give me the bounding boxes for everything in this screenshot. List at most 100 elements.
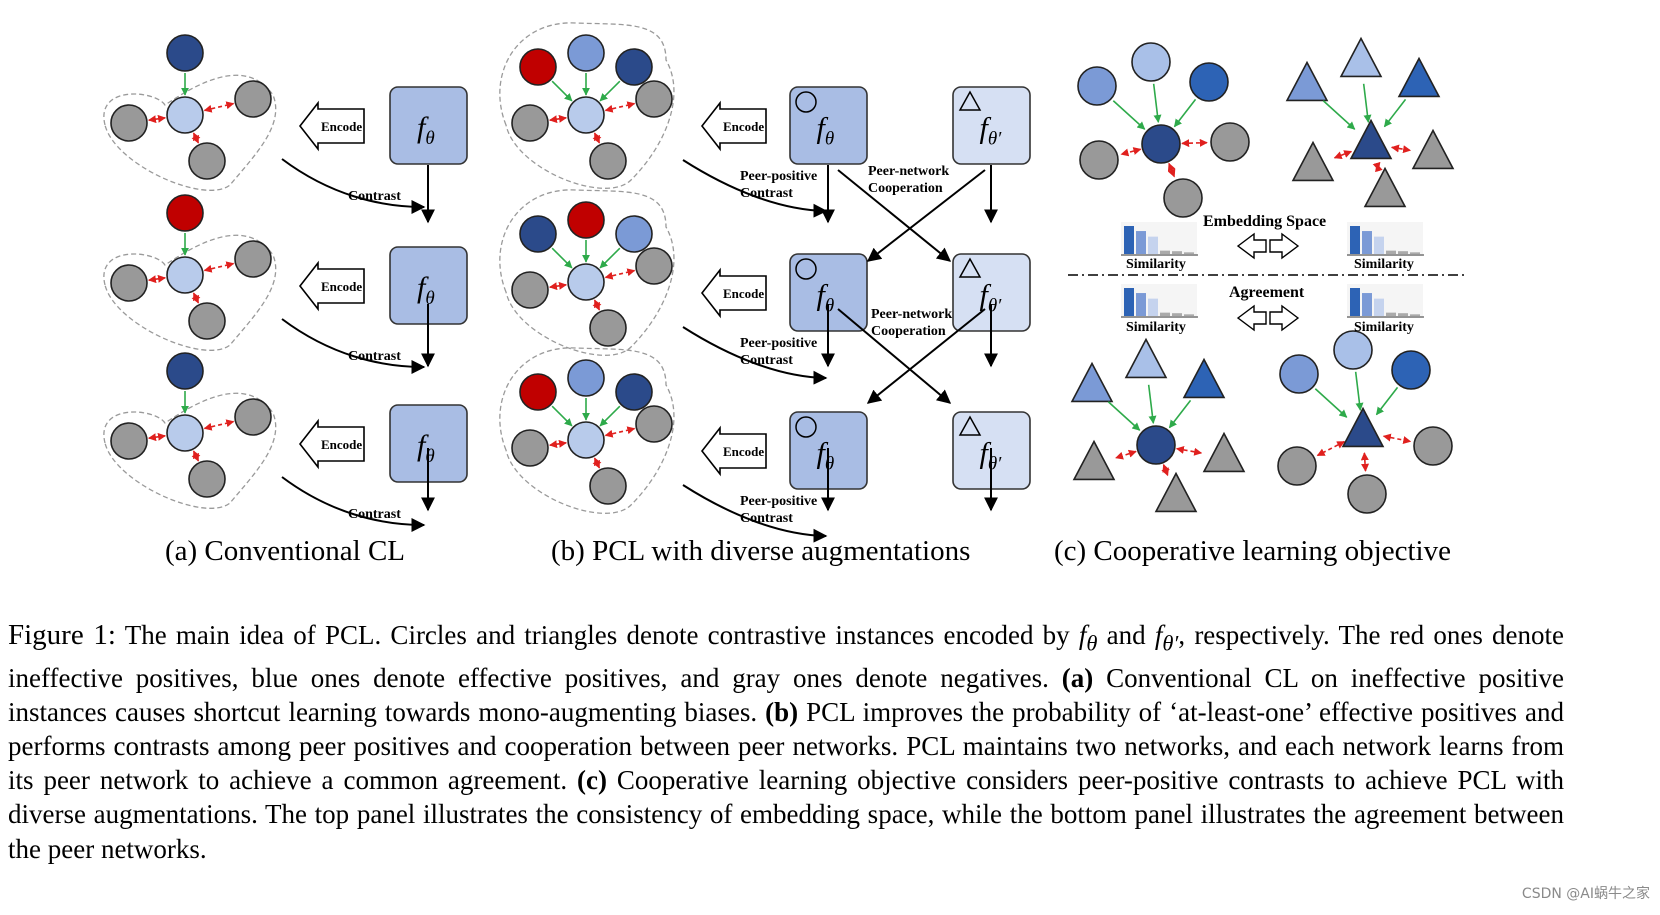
- negative-push-arrow: [604, 426, 636, 438]
- panel-b-caption: (b) PCL with diverse augmentations: [551, 535, 971, 567]
- similarity-bar: [1386, 250, 1396, 254]
- positive-pull-arrow: [1107, 401, 1141, 431]
- negative-instance: [188, 460, 226, 498]
- anchor-instance: [1349, 118, 1393, 160]
- similarity-bar: [1160, 250, 1170, 254]
- ineffective-positive: [166, 194, 204, 232]
- positive-pull-arrow: [599, 247, 621, 269]
- circle-mark-icon: [795, 91, 817, 113]
- effective-positive: [1391, 350, 1431, 390]
- cooperation-label: Cooperation: [871, 324, 946, 339]
- similarity-bar: [1136, 231, 1146, 254]
- panel-c-caption: (c) Cooperative learning objective: [1054, 535, 1451, 567]
- peer-positive-label: Peer-positive: [740, 169, 817, 184]
- negative-instance: [635, 405, 673, 443]
- negative-instance: [234, 398, 272, 436]
- positive-pull-arrow: [1152, 83, 1162, 123]
- effective-positive: [1285, 60, 1329, 102]
- similarity-bar: [1386, 312, 1396, 316]
- negative-instance: [635, 80, 673, 118]
- negative-push-arrow: [148, 432, 166, 442]
- instance-group-outline: [499, 189, 675, 356]
- encode-label: Encode: [321, 119, 362, 134]
- peer-network-cooperation-arrow: [866, 308, 986, 404]
- contrast-label: Contrast: [740, 353, 793, 368]
- positive-pull-arrow: [1314, 388, 1348, 418]
- negative-push-arrow: [148, 274, 166, 284]
- similarity-bar: [1124, 226, 1134, 254]
- effective-positive: [519, 215, 557, 253]
- negative-push-arrow: [148, 114, 166, 124]
- anchor-instance: [567, 421, 605, 459]
- effective-positive: [1339, 36, 1383, 78]
- negative-push-arrow: [1175, 445, 1203, 456]
- negative-instance: [1363, 166, 1407, 208]
- encode-label: Encode: [723, 119, 764, 134]
- circle-mark-icon: [795, 416, 817, 438]
- positive-pull-arrow: [1375, 386, 1399, 416]
- negative-instance: [635, 247, 673, 285]
- negative-push-arrow: [549, 281, 567, 291]
- similarity-bar: [1184, 252, 1194, 254]
- similarity-bar: [1124, 288, 1134, 316]
- embedding-space-label: Embedding Space: [1203, 213, 1326, 230]
- similarity-bar: [1350, 226, 1360, 254]
- circle-mark-icon: [795, 258, 817, 280]
- peer-network-cooperation-arrow: [866, 169, 986, 262]
- effective-positive: [1189, 62, 1229, 102]
- cooperation-label: Cooperation: [868, 181, 943, 196]
- arrow-right-icon: [1269, 304, 1300, 332]
- negative-instance: [110, 264, 148, 302]
- peer-positive-contrast-arrow: [682, 326, 828, 385]
- contrast-arrow: [281, 318, 426, 374]
- instance-group-outline: [103, 74, 277, 191]
- triangle-mark-icon: [958, 90, 982, 111]
- similarity-bar: [1362, 231, 1372, 254]
- effective-positive: [1124, 337, 1168, 379]
- panel-a-caption: (a) Conventional CL: [165, 535, 406, 567]
- contrast-arrow: [281, 476, 426, 532]
- negative-instance: [1210, 122, 1250, 162]
- peer-positive-contrast-arrow: [682, 159, 828, 218]
- anchor-instance: [567, 263, 605, 301]
- positive-pull-arrow: [1173, 98, 1197, 128]
- negative-push-arrow: [549, 439, 567, 449]
- similarity-bar: [1374, 236, 1384, 254]
- instance-group-outline: [499, 347, 675, 514]
- negative-instance: [1154, 471, 1198, 513]
- encoder-f-theta: [789, 86, 868, 165]
- negative-push-arrow: [1372, 161, 1383, 173]
- similarity-bar: [1148, 298, 1158, 316]
- negative-push-arrow: [592, 457, 602, 469]
- negative-instance: [1291, 140, 1335, 182]
- peer-positive-contrast-arrow: [682, 484, 828, 543]
- negative-push-arrow: [1181, 138, 1208, 148]
- figure-caption: Figure 1: The main idea of PCL. Circles …: [8, 619, 1565, 864]
- positive-pull-arrow: [599, 405, 621, 427]
- negative-instance: [589, 309, 627, 347]
- encode-arrow: [700, 100, 767, 152]
- negative-instance: [1411, 128, 1455, 170]
- negative-push-arrow: [604, 268, 636, 280]
- similarity-bar: [1410, 314, 1420, 316]
- similarity-label: Similarity: [1354, 320, 1414, 335]
- effective-positive: [1182, 357, 1226, 399]
- negative-push-arrow: [1390, 144, 1412, 154]
- anchor-instance: [166, 96, 204, 134]
- negative-push-arrow: [191, 132, 201, 144]
- negative-push-arrow: [604, 101, 636, 113]
- anchor-instance: [1136, 425, 1176, 465]
- arrow-left-icon: [1236, 232, 1267, 260]
- arrow-right-icon: [1269, 232, 1300, 260]
- similarity-bar: [1136, 293, 1146, 316]
- triangle-mark-icon: [958, 415, 982, 436]
- negative-push-arrow: [1167, 162, 1176, 178]
- positive-pull-arrow: [1112, 100, 1146, 130]
- peer-network-label: Peer-network: [871, 307, 952, 322]
- instance-group-outline: [103, 392, 277, 509]
- similarity-bar: [1148, 236, 1158, 254]
- anchor-instance: [166, 256, 204, 294]
- anchor-instance: [1341, 406, 1385, 448]
